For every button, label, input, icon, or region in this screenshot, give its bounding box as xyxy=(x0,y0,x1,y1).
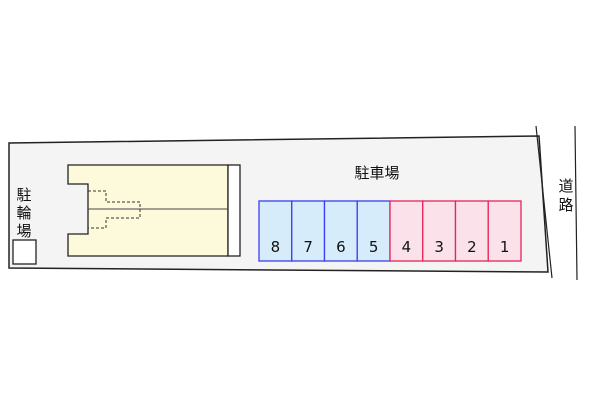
parking-space-number: 7 xyxy=(303,238,313,256)
parking-space-number: 3 xyxy=(434,238,444,256)
parking-space-number: 5 xyxy=(369,238,379,256)
bicycle-parking-char: 場 xyxy=(16,222,31,240)
road-edge-line xyxy=(535,125,553,279)
parking-space-number: 1 xyxy=(500,238,510,256)
parking-space-8 xyxy=(258,200,293,262)
building-footprint xyxy=(67,164,229,257)
bicycle-parking-char: 駐 xyxy=(16,186,31,204)
parking-space-number: 2 xyxy=(467,238,477,256)
parking-label: 駐車場 xyxy=(354,164,399,182)
parking-space-1 xyxy=(487,200,522,262)
parking-space-number: 4 xyxy=(402,238,412,256)
parking-space-number: 6 xyxy=(336,238,346,256)
road-edge-line xyxy=(574,125,578,281)
parking-space-number: 8 xyxy=(271,238,281,256)
road-label-char: 道 xyxy=(558,177,573,195)
parking-space-7 xyxy=(291,200,326,262)
stair-outline xyxy=(88,190,141,229)
building-annex xyxy=(227,164,241,257)
bicycle-parking-box xyxy=(12,239,37,265)
bicycle-parking-char: 輪 xyxy=(16,204,31,222)
parking-spaces: 8 7 6 5 4 3 2 1 xyxy=(258,200,522,262)
building xyxy=(67,164,241,257)
road-label-char: 路 xyxy=(558,196,573,214)
